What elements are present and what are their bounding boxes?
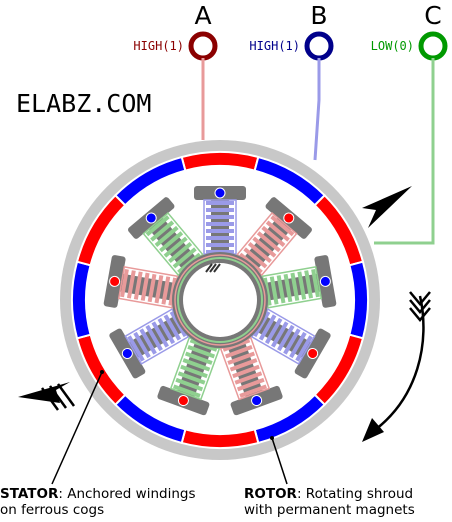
rotor-callout-line <box>271 437 288 485</box>
pole-dot <box>283 212 295 224</box>
stator-callout-dot <box>100 370 104 374</box>
terminal-c-connector <box>418 31 448 61</box>
terminal-c-state: LOW(0) <box>371 39 414 53</box>
terminal-b-connector <box>304 31 334 61</box>
winding-coil <box>238 215 295 274</box>
pole-dot <box>109 275 121 287</box>
stator-cog <box>109 308 190 379</box>
star-point <box>205 263 221 273</box>
wire-b-lead <box>313 58 321 161</box>
pole-dot <box>177 395 189 407</box>
terminal-a-letter: A <box>194 1 211 30</box>
rotor-callout-dot <box>270 436 274 440</box>
pole-dot <box>121 348 133 359</box>
pole-dot <box>251 395 263 407</box>
winding-coil <box>172 338 218 398</box>
stator <box>103 186 337 416</box>
terminal-c: C LOW(0) <box>371 1 448 61</box>
stator-caption-line2: on ferrous cogs <box>0 502 104 518</box>
rotor-term: ROTOR <box>244 486 298 502</box>
stator-cog <box>219 334 283 416</box>
lead-wires <box>201 58 435 245</box>
stator-desc-1: : Anchored windings <box>58 486 195 502</box>
pole-dot <box>307 348 319 359</box>
terminal-a: A HIGH(1) <box>133 1 218 61</box>
stator-bore <box>183 263 257 337</box>
inner-wire-c <box>177 257 263 343</box>
stator-cog <box>128 197 204 277</box>
terminal-b-state: HIGH(1) <box>249 39 300 53</box>
stator-cog <box>103 255 183 309</box>
pole-dot <box>145 212 157 224</box>
rotation-arrow-left <box>18 382 76 411</box>
pole-dot <box>319 275 331 287</box>
winding-coil <box>262 269 320 306</box>
brand-logo: ELABZ.COM <box>16 89 151 118</box>
wire-c-lead <box>374 58 435 245</box>
terminal-a-connector <box>188 31 218 61</box>
winding-coil <box>145 215 202 274</box>
stator-cog <box>236 197 312 277</box>
terminal-c-letter: C <box>424 1 441 30</box>
rotation-arrow-top <box>362 186 412 228</box>
inner-wire-a <box>174 254 266 346</box>
terminal-a-state: HIGH(1) <box>133 39 184 53</box>
rotor-caption-line1: ROTOR: Rotating shroud <box>244 486 413 502</box>
pole-dot <box>214 187 226 199</box>
stator-caption-line1: STATOR: Anchored windings <box>0 486 196 502</box>
stator-cog <box>257 255 337 309</box>
rotor-caption-line2: with permanent magnets <box>244 502 415 518</box>
rotor-desc-1: : Rotating shroud <box>297 486 413 502</box>
winding-coil <box>222 338 268 398</box>
stator-callout-line <box>51 371 103 485</box>
stator-term: STATOR <box>0 486 59 502</box>
terminal-b: B HIGH(1) <box>249 1 334 61</box>
rotation-arrow-right <box>362 291 431 442</box>
terminal-b-letter: B <box>310 1 327 30</box>
